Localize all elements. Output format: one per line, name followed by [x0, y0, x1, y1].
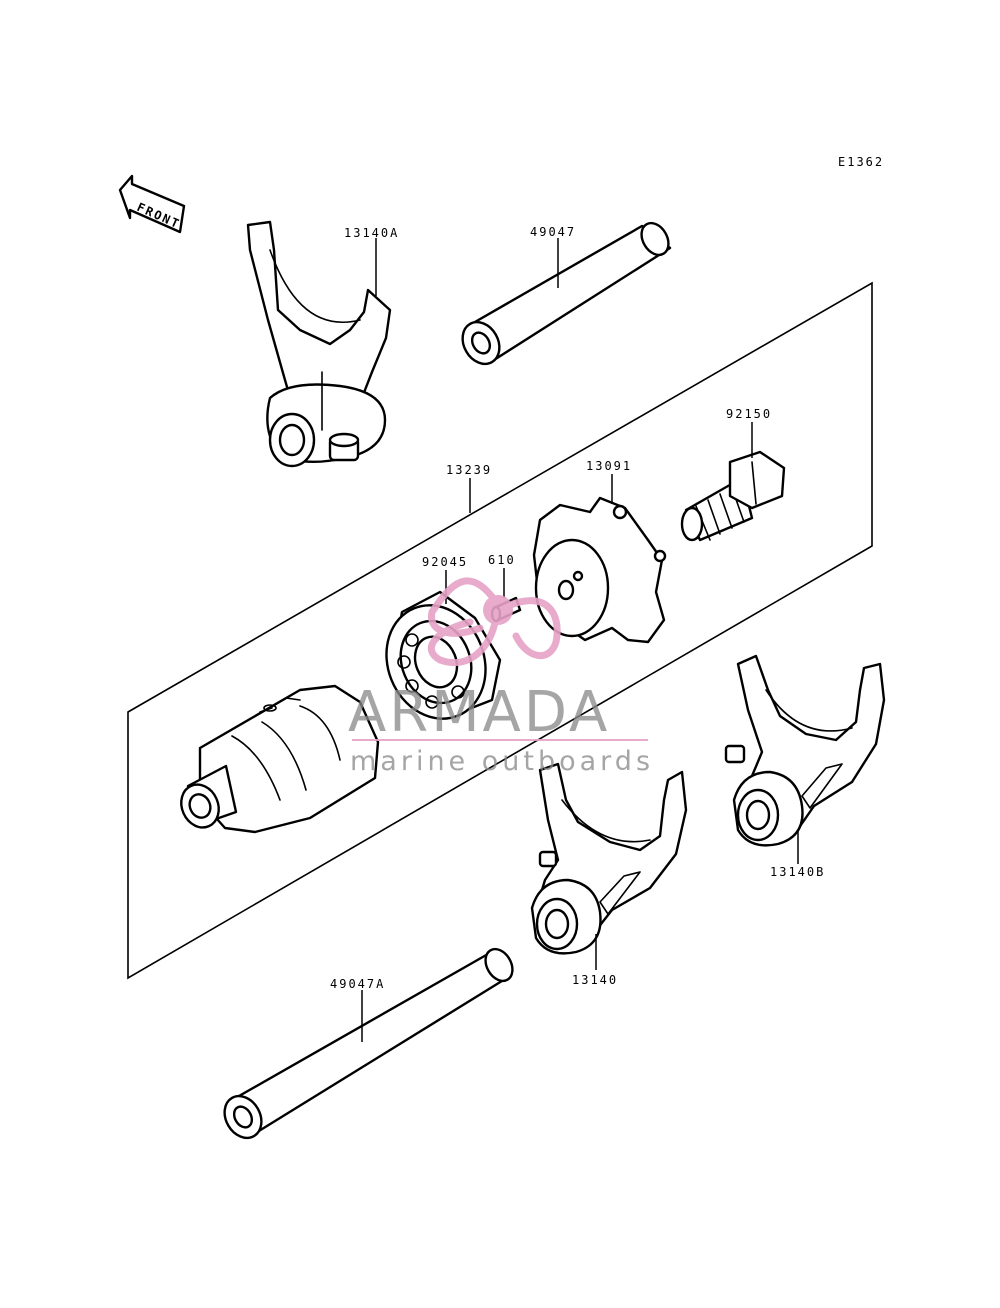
watermark-tagline: marine outboards	[350, 746, 654, 777]
label-pin: 610	[488, 553, 516, 567]
label-shift-fork-a: 13140A	[344, 226, 399, 240]
label-shaft-lower: 49047A	[330, 977, 385, 991]
diagram-ref-code: E1362	[838, 155, 884, 169]
bolt	[680, 450, 786, 542]
label-shift-drum: 13239	[446, 463, 492, 477]
label-bolt: 92150	[726, 407, 772, 421]
propeller-hub	[483, 595, 513, 625]
label-shift-fork-b: 13140B	[770, 865, 825, 879]
shift-fork-center	[530, 762, 688, 955]
shift-drum	[180, 684, 380, 834]
watermark: ARMADA marine outboards	[348, 577, 654, 777]
front-arrow-icon: FRONT	[118, 174, 186, 234]
label-shaft-upper: 49047	[530, 225, 576, 239]
label-shift-fork: 13140	[572, 973, 618, 987]
label-bearing: 92045	[422, 555, 468, 569]
label-cam-plate: 13091	[586, 459, 632, 473]
shaft-lower	[223, 947, 514, 1140]
assembly-outline	[127, 281, 873, 980]
shaft-upper	[461, 221, 672, 366]
propeller-logo-icon	[427, 577, 561, 667]
shift-fork-a	[246, 220, 392, 468]
watermark-brand: ARMADA	[348, 680, 610, 745]
shift-fork-b	[724, 654, 886, 847]
